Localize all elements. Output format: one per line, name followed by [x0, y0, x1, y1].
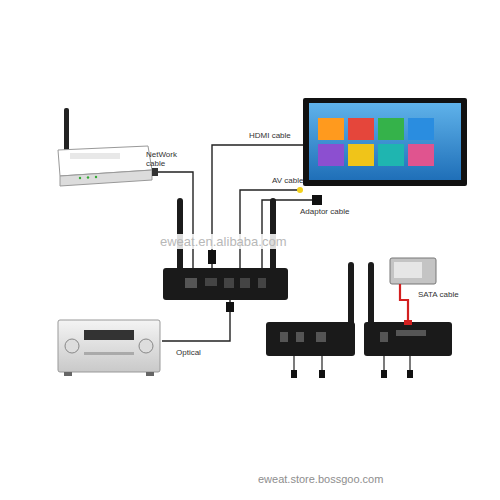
- cable-label: Adaptor cable: [300, 207, 349, 216]
- av-plug: [297, 187, 303, 193]
- watermark: eweat.store.bossgoo.com: [256, 473, 385, 486]
- cable-label: Optical: [176, 348, 201, 357]
- cables: [156, 145, 312, 341]
- router: [58, 108, 152, 186]
- optical-plug: [226, 302, 234, 312]
- cable-label: HDMI cable: [249, 131, 291, 140]
- media-box: [163, 198, 288, 300]
- cable-label: SATA cable: [418, 290, 459, 299]
- television: [303, 98, 467, 186]
- hdmi-plug: [208, 250, 216, 264]
- watermark: eweat.en.alibaba.com: [158, 234, 288, 249]
- cable-label: NetWork cable: [146, 150, 180, 168]
- adaptor-plug: [312, 195, 322, 205]
- av-receiver: [58, 320, 160, 376]
- cable-label: AV cable: [272, 176, 303, 185]
- network-plug: [152, 168, 158, 176]
